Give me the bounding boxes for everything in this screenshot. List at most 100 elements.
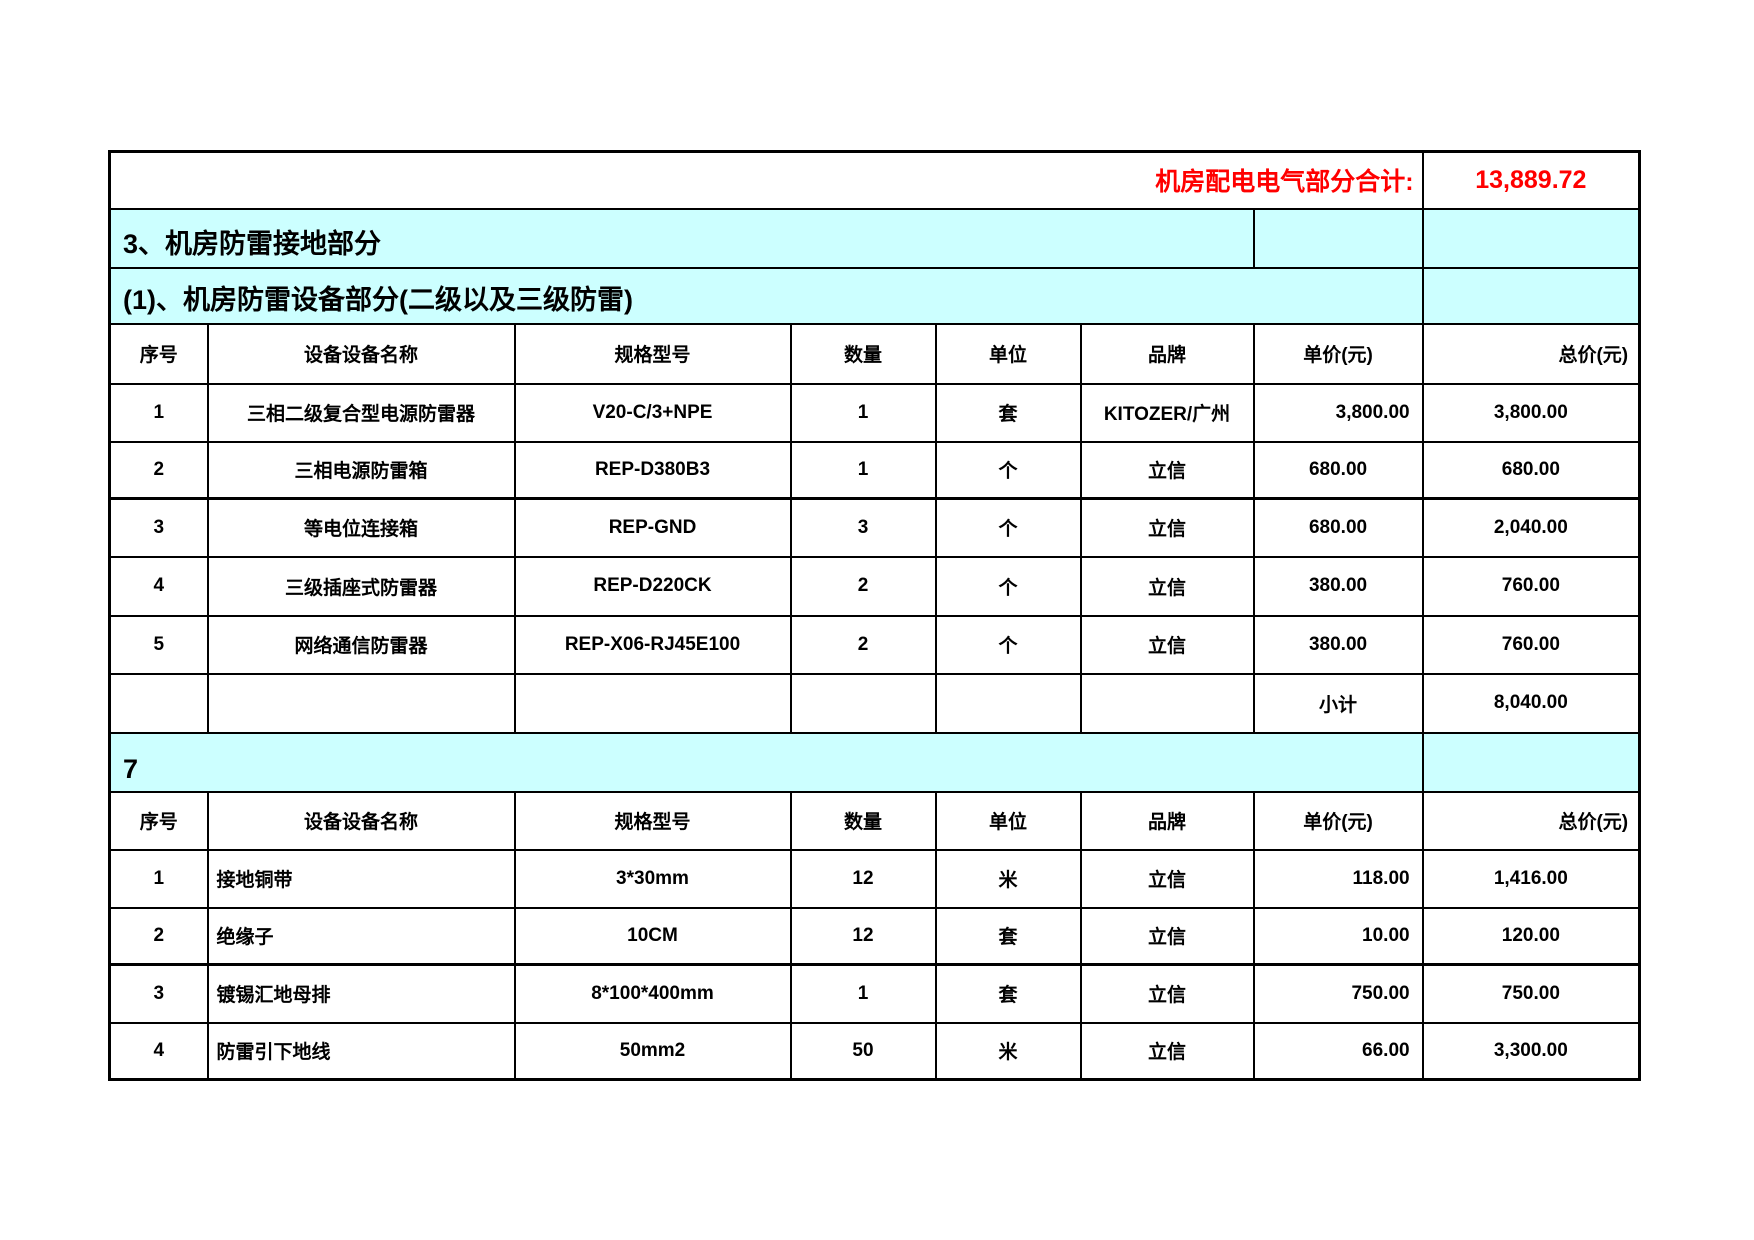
- column-header-seq: 序号: [108, 322, 209, 385]
- column-header-unit-price: 单价(元): [1252, 322, 1424, 385]
- table-row: 1 三相二级复合型电源防雷器 V20-C/3+NPE 1 套 KITOZER/广…: [108, 382, 1641, 443]
- section3-subtitle: (1)、机房防雷设备部分(二级以及三级防雷): [108, 266, 1424, 325]
- cell-seq: 3: [108, 497, 209, 558]
- column-header-name: 设备设备名称: [206, 790, 516, 851]
- subtotal-row: 小计 8,040.00: [108, 672, 1641, 734]
- cell-brand: 立信: [1079, 497, 1255, 558]
- cell-spec: 50mm2: [513, 1021, 792, 1081]
- column-header-unit: 单位: [934, 322, 1082, 385]
- summary-row: 机房配电电气部分合计: 13,889.72: [108, 150, 1641, 210]
- subtotal-label: 小计: [1252, 672, 1424, 734]
- empty-cell: [1079, 672, 1255, 734]
- empty-cell: [1252, 207, 1424, 269]
- cell-unit: 套: [934, 382, 1082, 443]
- cell-spec: REP-GND: [513, 497, 792, 558]
- column-header-name: 设备设备名称: [206, 322, 516, 385]
- cell-total-price: 760.00: [1421, 555, 1641, 617]
- column-header-unit: 单位: [934, 790, 1082, 851]
- column-header-brand: 品牌: [1079, 322, 1255, 385]
- cell-brand: 立信: [1079, 848, 1255, 909]
- cell-seq: 2: [108, 440, 209, 500]
- pricing-table: 机房配电电气部分合计: 13,889.72 3、机房防雷接地部分 (1)、机房防…: [108, 150, 1642, 1081]
- cell-total-price: 3,800.00: [1421, 382, 1641, 443]
- cell-name: 三级插座式防雷器: [206, 555, 516, 617]
- cell-qty: 1: [789, 440, 937, 500]
- cell-brand: 立信: [1079, 555, 1255, 617]
- cell-qty: 50: [789, 1021, 937, 1081]
- cell-qty: 2: [789, 555, 937, 617]
- cell-unit: 个: [934, 497, 1082, 558]
- cell-name: 等电位连接箱: [206, 497, 516, 558]
- cell-unit: 米: [934, 1021, 1082, 1081]
- column-header-total-price: 总价(元): [1421, 790, 1641, 851]
- cell-qty: 3: [789, 497, 937, 558]
- table-row: 5 网络通信防雷器 REP-X06-RJ45E100 2 个 立信 380.00…: [108, 614, 1641, 675]
- cell-seq: 1: [108, 382, 209, 443]
- empty-cell: [934, 672, 1082, 734]
- section-row-7: 7: [108, 731, 1641, 793]
- empty-cell: [513, 672, 792, 734]
- cell-unit-price: 66.00: [1252, 1021, 1424, 1081]
- cell-total-price: 2,040.00: [1421, 497, 1641, 558]
- cell-name: 绝缘子: [206, 906, 516, 966]
- cell-name: 镀锡汇地母排: [206, 963, 516, 1024]
- subtotal-value: 8,040.00: [1421, 672, 1641, 734]
- cell-brand: 立信: [1079, 963, 1255, 1024]
- cell-total-price: 120.00: [1421, 906, 1641, 966]
- cell-seq: 4: [108, 1021, 209, 1081]
- empty-cell: [1421, 266, 1641, 325]
- table-row: 3 镀锡汇地母排 8*100*400mm 1 套 立信 750.00 750.0…: [108, 963, 1641, 1024]
- cell-name: 三相二级复合型电源防雷器: [206, 382, 516, 443]
- empty-cell: [789, 672, 937, 734]
- empty-cell: [206, 672, 516, 734]
- cell-qty: 1: [789, 382, 937, 443]
- cell-total-price: 1,416.00: [1421, 848, 1641, 909]
- cell-qty: 12: [789, 906, 937, 966]
- cell-spec: V20-C/3+NPE: [513, 382, 792, 443]
- table-row: 1 接地铜带 3*30mm 12 米 立信 118.00 1,416.00: [108, 848, 1641, 909]
- empty-cell: [108, 672, 209, 734]
- cell-unit-price: 380.00: [1252, 614, 1424, 675]
- cell-total-price: 3,300.00: [1421, 1021, 1641, 1081]
- cell-brand: 立信: [1079, 906, 1255, 966]
- cell-unit: 套: [934, 963, 1082, 1024]
- table-row: 4 防雷引下地线 50mm2 50 米 立信 66.00 3,300.00: [108, 1021, 1641, 1081]
- cell-spec: REP-X06-RJ45E100: [513, 614, 792, 675]
- cell-unit: 个: [934, 614, 1082, 675]
- cell-spec: REP-D380B3: [513, 440, 792, 500]
- cell-name: 网络通信防雷器: [206, 614, 516, 675]
- table-row: 4 三级插座式防雷器 REP-D220CK 2 个 立信 380.00 760.…: [108, 555, 1641, 617]
- empty-cell: [1421, 207, 1641, 269]
- cell-seq: 5: [108, 614, 209, 675]
- column-header-unit-price: 单价(元): [1252, 790, 1424, 851]
- cell-brand: KITOZER/广州: [1079, 382, 1255, 443]
- table-row: 2 绝缘子 10CM 12 套 立信 10.00 120.00: [108, 906, 1641, 966]
- header-row: 序号 设备设备名称 规格型号 数量 单位 品牌 单价(元) 总价(元): [108, 790, 1641, 851]
- column-header-brand: 品牌: [1079, 790, 1255, 851]
- cell-name: 接地铜带: [206, 848, 516, 909]
- cell-brand: 立信: [1079, 614, 1255, 675]
- cell-unit: 米: [934, 848, 1082, 909]
- header-row: 序号 设备设备名称 规格型号 数量 单位 品牌 单价(元) 总价(元): [108, 322, 1641, 385]
- column-header-spec: 规格型号: [513, 790, 792, 851]
- cell-total-price: 750.00: [1421, 963, 1641, 1024]
- column-header-seq: 序号: [108, 790, 209, 851]
- cell-unit-price: 3,800.00: [1252, 382, 1424, 443]
- cell-spec: 8*100*400mm: [513, 963, 792, 1024]
- cell-unit: 个: [934, 440, 1082, 500]
- cell-seq: 4: [108, 555, 209, 617]
- table-row: 2 三相电源防雷箱 REP-D380B3 1 个 立信 680.00 680.0…: [108, 440, 1641, 500]
- cell-unit: 套: [934, 906, 1082, 966]
- column-header-total-price: 总价(元): [1421, 322, 1641, 385]
- section7-label: 7: [108, 731, 1424, 793]
- cell-name: 三相电源防雷箱: [206, 440, 516, 500]
- cell-unit-price: 680.00: [1252, 440, 1424, 500]
- cell-name: 防雷引下地线: [206, 1021, 516, 1081]
- cell-spec: 3*30mm: [513, 848, 792, 909]
- column-header-spec: 规格型号: [513, 322, 792, 385]
- spreadsheet-sheet: 机房配电电气部分合计: 13,889.72 3、机房防雷接地部分 (1)、机房防…: [108, 150, 1642, 1081]
- section-row-devices: (1)、机房防雷设备部分(二级以及三级防雷): [108, 266, 1641, 325]
- cell-seq: 1: [108, 848, 209, 909]
- cell-total-price: 760.00: [1421, 614, 1641, 675]
